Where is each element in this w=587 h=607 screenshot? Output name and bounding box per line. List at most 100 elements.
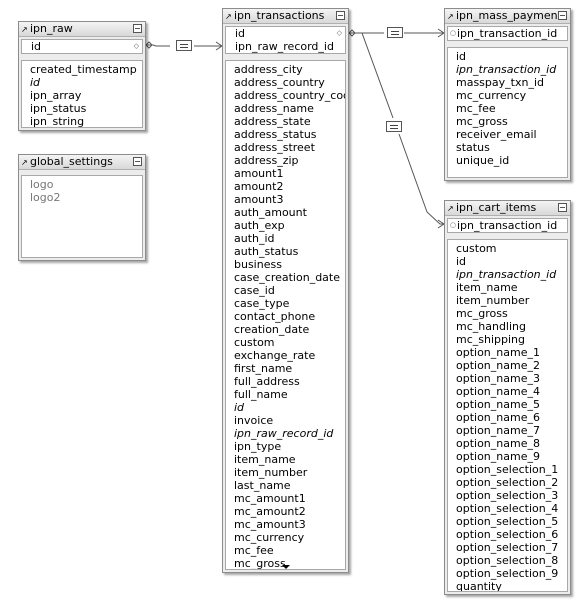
field-row[interactable]: option_name_6: [456, 411, 540, 424]
table-menu-icon[interactable]: [558, 11, 567, 20]
collapse-arrow-icon[interactable]: ↗: [447, 204, 454, 213]
table-header[interactable]: ↗ ipn_cart_items: [445, 201, 570, 216]
field-row[interactable]: logo2: [30, 191, 61, 204]
field-row[interactable]: amount1: [234, 167, 284, 180]
table-ipn-mass-payments[interactable]: ↗ ipn_mass_payments ○ ipn_transaction_id…: [444, 8, 571, 181]
field-row[interactable]: case_creation_date: [234, 271, 340, 284]
field-row[interactable]: id: [456, 255, 467, 268]
field-row[interactable]: auth_id: [234, 232, 275, 245]
field-row[interactable]: mc_handling: [456, 320, 526, 333]
key-field-row[interactable]: id ◇: [226, 27, 345, 40]
field-row[interactable]: option_selection_5: [456, 515, 559, 528]
field-row[interactable]: mc_amount3: [234, 518, 306, 531]
field-row[interactable]: mc_gross: [456, 115, 508, 128]
field-row[interactable]: auth_exp: [234, 219, 285, 232]
field-row[interactable]: option_selection_8: [456, 554, 559, 567]
field-row[interactable]: creation_date: [234, 323, 310, 336]
field-row[interactable]: address_status: [234, 128, 317, 141]
table-header[interactable]: ↗ ipn_raw: [19, 22, 145, 37]
field-row[interactable]: address_country: [234, 76, 325, 89]
key-field-row[interactable]: ○ ipn_transaction_id: [448, 219, 567, 232]
field-row[interactable]: id: [234, 401, 245, 414]
field-row[interactable]: unique_id: [456, 154, 510, 167]
field-row[interactable]: option_selection_9: [456, 567, 559, 580]
field-row[interactable]: id: [456, 50, 467, 63]
field-row[interactable]: custom: [456, 242, 497, 255]
field-row[interactable]: address_city: [234, 63, 303, 76]
field-row[interactable]: case_type: [234, 297, 290, 310]
key-field-row[interactable]: ipn_raw_record_id: [226, 40, 345, 53]
relationship-operator-transactions-cart[interactable]: [386, 121, 402, 132]
table-header[interactable]: ↗ ipn_mass_payments: [445, 9, 570, 24]
key-field-row[interactable]: id ◇: [22, 40, 142, 53]
field-row[interactable]: option_selection_1: [456, 463, 559, 476]
collapse-arrow-icon[interactable]: ↗: [21, 25, 28, 34]
field-row[interactable]: mc_fee: [456, 102, 496, 115]
field-row[interactable]: mc_currency: [234, 531, 305, 544]
field-row[interactable]: logo: [30, 178, 54, 191]
field-row[interactable]: receiver_email: [456, 128, 537, 141]
table-menu-icon[interactable]: [133, 157, 142, 166]
relationship-operator-raw-transactions[interactable]: [176, 40, 192, 51]
field-row[interactable]: last_name: [234, 479, 291, 492]
field-row[interactable]: contact_phone: [234, 310, 316, 323]
field-row[interactable]: ipn_type: [234, 440, 282, 453]
field-row[interactable]: ipn_transaction_id: [456, 268, 557, 281]
field-row[interactable]: invoice: [234, 414, 274, 427]
collapse-arrow-icon[interactable]: ↗: [447, 12, 454, 21]
field-row[interactable]: ipn_array: [30, 89, 82, 102]
collapse-arrow-icon[interactable]: ↗: [21, 158, 28, 167]
field-row[interactable]: exchange_rate: [234, 349, 316, 362]
field-row[interactable]: ipn_raw_record_id: [234, 427, 334, 440]
key-field-row[interactable]: ○ ipn_transaction_id: [448, 27, 567, 40]
field-row[interactable]: option_selection_3: [456, 489, 559, 502]
field-row[interactable]: address_country_code: [234, 89, 346, 102]
field-row[interactable]: mc_fee: [234, 544, 274, 557]
field-row[interactable]: auth_status: [234, 245, 299, 258]
field-row[interactable]: created_timestamp: [30, 63, 137, 76]
field-row[interactable]: id: [30, 76, 41, 89]
relationship-operator-transactions-mass[interactable]: [387, 27, 403, 38]
scroll-down-arrow-icon[interactable]: [281, 565, 290, 569]
field-row[interactable]: first_name: [234, 362, 293, 375]
field-row[interactable]: option_selection_4: [456, 502, 559, 515]
field-row[interactable]: quantity: [456, 580, 502, 592]
field-row[interactable]: address_name: [234, 102, 314, 115]
field-row[interactable]: option_selection_2: [456, 476, 559, 489]
field-row[interactable]: custom: [234, 336, 275, 349]
table-header[interactable]: ↗ ipn_transactions: [223, 9, 348, 24]
field-row[interactable]: option_name_1: [456, 346, 540, 359]
table-menu-icon[interactable]: [558, 203, 567, 212]
field-row[interactable]: auth_amount: [234, 206, 307, 219]
field-row[interactable]: item_name: [234, 453, 296, 466]
table-ipn-transactions[interactable]: ↗ ipn_transactions id ◇ ipn_raw_record_i…: [222, 8, 349, 573]
field-row[interactable]: address_street: [234, 141, 315, 154]
field-row[interactable]: amount2: [234, 180, 284, 193]
table-ipn-cart-items[interactable]: ↗ ipn_cart_items ○ ipn_transaction_id cu…: [444, 200, 571, 595]
field-row[interactable]: option_selection_7: [456, 541, 559, 554]
field-row[interactable]: amount3: [234, 193, 284, 206]
field-row[interactable]: mc_gross: [234, 557, 286, 570]
table-menu-icon[interactable]: [336, 11, 345, 20]
field-row[interactable]: option_name_5: [456, 398, 540, 411]
field-row[interactable]: address_state: [234, 115, 311, 128]
field-row[interactable]: item_number: [456, 294, 530, 307]
collapse-arrow-icon[interactable]: ↗: [225, 12, 232, 21]
field-row[interactable]: option_name_2: [456, 359, 540, 372]
field-row[interactable]: mc_amount1: [234, 492, 306, 505]
field-row[interactable]: full_name: [234, 388, 288, 401]
table-header[interactable]: ↗ global_settings: [19, 155, 145, 170]
field-row[interactable]: ipn_transaction_id: [456, 63, 557, 76]
field-row[interactable]: mc_currency: [456, 89, 527, 102]
field-row[interactable]: full_address: [234, 375, 300, 388]
field-row[interactable]: option_name_9: [456, 450, 540, 463]
field-row[interactable]: masspay_txn_id: [456, 76, 544, 89]
field-row[interactable]: business: [234, 258, 282, 271]
field-row[interactable]: option_name_7: [456, 424, 540, 437]
table-menu-icon[interactable]: [133, 24, 142, 33]
field-row[interactable]: item_number: [234, 466, 308, 479]
field-row[interactable]: item_name: [456, 281, 518, 294]
